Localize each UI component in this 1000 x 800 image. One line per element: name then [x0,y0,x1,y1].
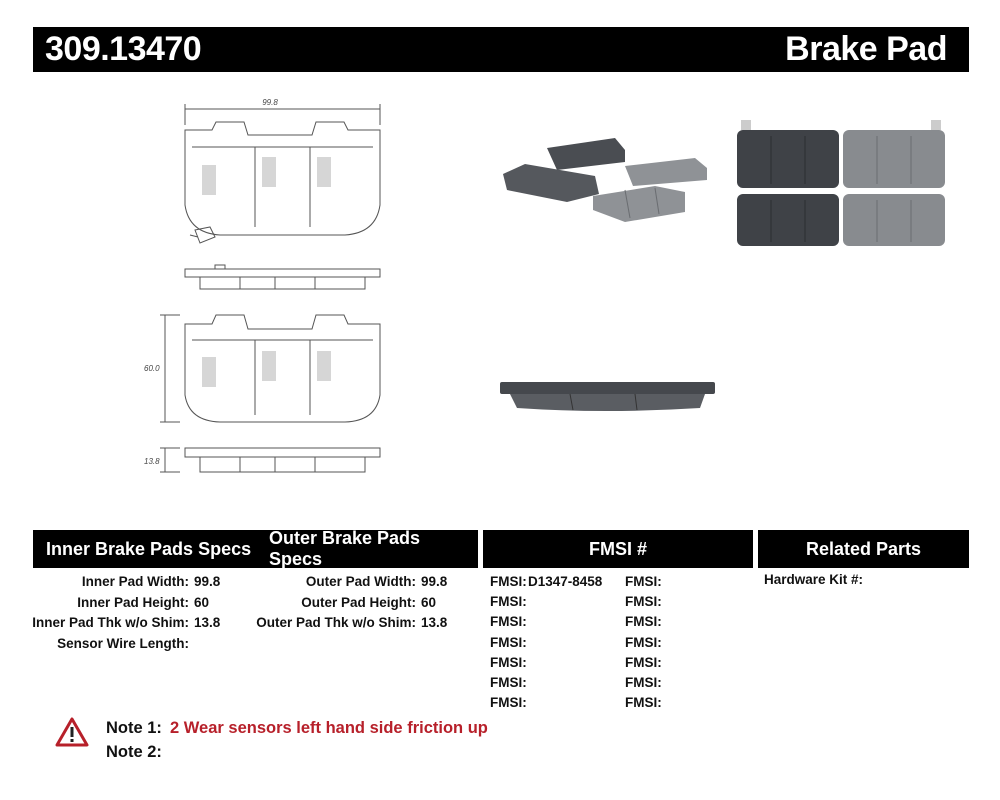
spec-row: Outer Pad Thk w/o Shim: 13.8 [246,613,447,634]
spec-value: 13.8 [194,615,221,630]
thickness-dimension: 13.8 [144,457,160,466]
outer-specs-title: Outer Brake Pads Specs [269,528,421,569]
fmsi-label: FMSI: [490,634,527,650]
note-row: Note 1: 2 Wear sensors left hand side fr… [106,716,488,740]
pad-side-photo [500,382,715,411]
fmsi-row: FMSI: [625,673,763,693]
fmsi-value [663,612,763,632]
fmsi-row: FMSI: [490,673,628,693]
height-dimension: 60.0 [144,364,160,373]
title-bar: 309.13470 Brake Pad [33,27,969,72]
fmsi-row: FMSI: [625,693,763,713]
fmsi-row: FMSI: [625,653,763,673]
spec-row: Sensor Wire Length: [0,634,220,655]
related-title: Related Parts [805,538,922,559]
fmsi-label: FMSI: [625,695,662,711]
spec-value: 99.8 [194,574,221,589]
spec-value: 99.8 [421,574,448,589]
spec-label: Outer Pad Height: [301,594,416,610]
fmsi-row: FMSI: [490,633,628,653]
fmsi-value [663,572,763,592]
pad-kit-photo [737,120,945,246]
spec-row: Inner Pad Thk w/o Shim: 13.8 [0,613,220,634]
fmsi-value [663,633,763,653]
fmsi-value [528,612,628,632]
fmsi-label: FMSI: [625,594,662,610]
fmsi-value [528,633,628,653]
fmsi-value [663,592,763,612]
spec-label: Sensor Wire Length: [57,635,189,651]
spec-row: Inner Pad Height: 60 [0,593,220,614]
hardware-kit-label: Hardware Kit #: [764,572,864,587]
pad-photo-angled [503,138,707,222]
spec-label: Outer Pad Width: [305,574,416,589]
related-header: Related Parts [758,530,969,568]
notes: Note 1: 2 Wear sensors left hand side fr… [106,716,488,764]
fmsi-row: FMSI: [625,612,763,632]
spec-row: Outer Pad Width: 99.8 [246,572,447,593]
specs-header: Inner Brake Pads Specs Outer Brake Pads … [33,528,478,569]
spec-value [189,634,194,655]
fmsi-label: FMSI: [490,654,527,670]
product-type: Brake Pad [785,30,947,68]
spec-value: 13.8 [421,615,448,630]
spec-label: Inner Pad Height: [77,594,189,610]
fmsi-value [663,653,763,673]
outer-specs-list: Outer Pad Width: 99.8 Outer Pad Height: … [246,572,447,634]
spec-value: 60 [194,594,210,610]
part-number: 309.13470 [45,30,202,68]
fmsi-value: D1347-8458 [528,574,603,589]
fmsi-row: FMSI: [490,592,628,612]
fmsi-label: FMSI: [625,675,662,691]
spec-label: Inner Pad Width: [81,574,189,589]
fmsi-label: FMSI: [625,654,662,670]
spec-row: Inner Pad Width: 99.8 [0,572,220,593]
spec-value: 60 [421,594,437,610]
fmsi-label: FMSI: [490,614,527,630]
fmsi-value [528,592,628,612]
technical-drawing: 99.8 60.0 13.8 [144,98,381,473]
fmsi-row: FMSI:D1347-8458 [490,572,628,592]
fmsi-row: FMSI: [490,693,628,713]
note-text: 2 Wear sensors left hand side friction u… [170,719,488,737]
related-parts: Hardware Kit #: [764,572,863,587]
fmsi-row: FMSI: [490,653,628,673]
fmsi-title: FMSI # [588,538,647,559]
fmsi-value [663,673,763,693]
fmsi-row: FMSI: [490,612,628,632]
fmsi-label: FMSI: [625,614,662,630]
spec-label: Inner Pad Thk w/o Shim: [32,615,189,630]
fmsi-label: FMSI: [625,634,662,650]
fmsi-header: FMSI # [483,530,753,568]
fmsi-list-right: FMSI: FMSI: FMSI: FMSI: FMSI: FMSI: FMSI… [625,572,763,713]
width-dimension: 99.8 [262,98,278,107]
fmsi-label: FMSI: [490,594,527,610]
fmsi-list-left: FMSI:D1347-8458 FMSI: FMSI: FMSI: FMSI: … [490,572,628,713]
fmsi-value [528,693,628,713]
note-row: Note 2: [106,740,488,764]
inner-specs-title: Inner Brake Pads Specs [46,538,252,559]
warning-icon [55,717,89,747]
inner-specs-list: Inner Pad Width: 99.8 Inner Pad Height: … [0,572,220,654]
fmsi-row: FMSI: [625,592,763,612]
spec-row: Outer Pad Height: 60 [246,593,447,614]
fmsi-row: FMSI: [625,572,763,592]
fmsi-value [528,653,628,673]
spec-label: Outer Pad Thk w/o Shim: [256,615,416,630]
note-label: Note 1: [106,719,162,737]
fmsi-label: FMSI: [490,675,527,691]
fmsi-row: FMSI: [625,633,763,653]
fmsi-value [663,693,763,713]
note-label: Note 2: [106,743,162,761]
fmsi-label: FMSI: [490,574,527,589]
fmsi-label: FMSI: [625,574,662,589]
fmsi-label: FMSI: [490,695,527,711]
fmsi-value [528,673,628,693]
